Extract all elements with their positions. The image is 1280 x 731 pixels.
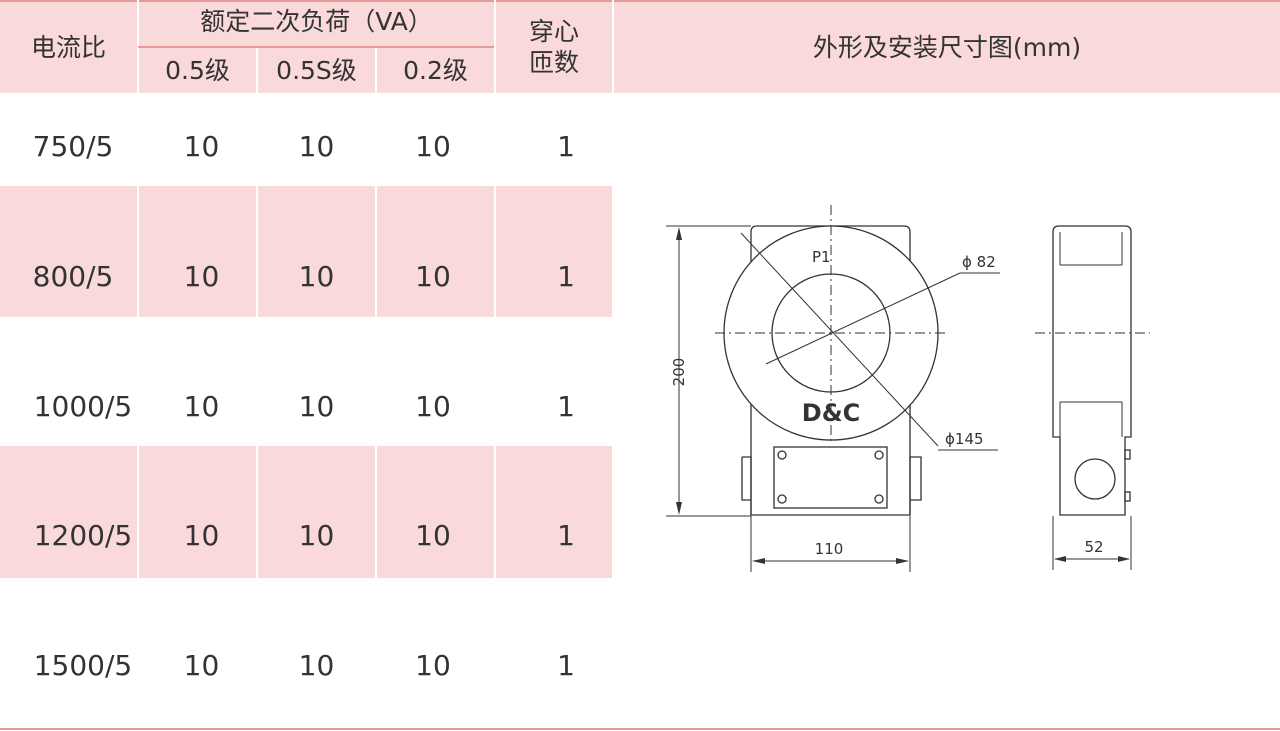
cell-class-05: 10 [183,390,220,423]
cell-class-02: 10 [415,519,451,552]
cell-class-05s: 10 [298,130,335,163]
cell-class-02: 10 [415,649,451,682]
table-row: 1500/5 10 10 10 1 [0,578,612,728]
bottom-rule [0,728,1280,730]
label-outer-diameter: ϕ145 [945,430,984,448]
header-ratio: 电流比 [30,33,106,62]
label-depth: 52 [1084,538,1103,556]
brand-logo: D&C [802,399,860,427]
header-class-05s: 0.5S级 [276,56,357,85]
header-drawing: 外形及安装尺寸图(mm) [812,33,1082,62]
cell-turns: 1 [557,260,575,293]
header-divider [256,48,258,93]
cell-ratio: 750/5 [32,130,114,163]
leader-outer [740,232,939,447]
terminal-plate [773,446,888,509]
screw [777,494,787,504]
cell-class-05s: 10 [298,390,335,423]
cell-class-05: 10 [183,519,220,552]
cell-ratio: 1000/5 [33,390,133,423]
header-turns-line2: 匝数 [528,48,579,77]
label-inner-diameter: ϕ 82 [962,253,996,271]
screw [874,450,884,460]
side-stud [1124,491,1131,502]
cell-divider [494,186,496,317]
header-divider [375,48,377,93]
header-turns-line1: 穿心 [528,17,579,46]
cell-class-02: 10 [415,130,451,163]
cell-class-05s: 10 [298,260,335,293]
cell-turns: 1 [557,130,575,163]
cell-divider [375,446,377,578]
table-row: 800/5 10 10 10 1 [0,186,612,317]
header-divider [612,0,614,93]
cell-turns: 1 [557,649,575,682]
header-class-05: 0.5级 [165,56,230,85]
cell-divider [494,446,496,578]
label-p1: P1 [812,248,831,266]
cell-turns: 1 [557,390,575,423]
cell-class-05s: 10 [298,649,335,682]
header-load-group: 额定二次负荷（VA） [200,7,433,36]
cell-class-05s: 10 [298,519,335,552]
cell-class-02: 10 [415,390,451,423]
cell-class-02: 10 [415,260,451,293]
screw [874,494,884,504]
cell-divider [256,446,258,578]
top-rule [0,0,1280,2]
label-height: 200 [670,358,688,387]
header-subrule [138,46,494,48]
label-width: 110 [815,540,844,558]
cell-ratio: 1200/5 [33,519,133,552]
cell-divider [256,186,258,317]
header-divider [494,0,496,93]
cell-divider [137,186,139,317]
cell-turns: 1 [557,519,575,552]
body-sides [750,398,911,515]
table-row: 1200/5 10 10 10 1 [0,446,612,578]
mounting-tabs [741,456,922,516]
cell-ratio: 1500/5 [33,649,133,682]
side-view-body [1052,225,1132,516]
header-class-02: 0.2级 [403,56,468,85]
cell-class-05: 10 [183,130,220,163]
table-row: 1000/5 10 10 10 1 [0,317,612,446]
leader-inner [765,272,961,365]
cell-class-05: 10 [183,649,220,682]
cell-divider [137,446,139,578]
cell-class-05: 10 [183,260,220,293]
screw [777,450,787,460]
side-terminal [1074,458,1116,500]
table-row: 750/5 10 10 10 1 [0,93,612,186]
cell-divider [375,186,377,317]
side-stud [1124,449,1131,460]
cell-ratio: 800/5 [32,260,114,293]
